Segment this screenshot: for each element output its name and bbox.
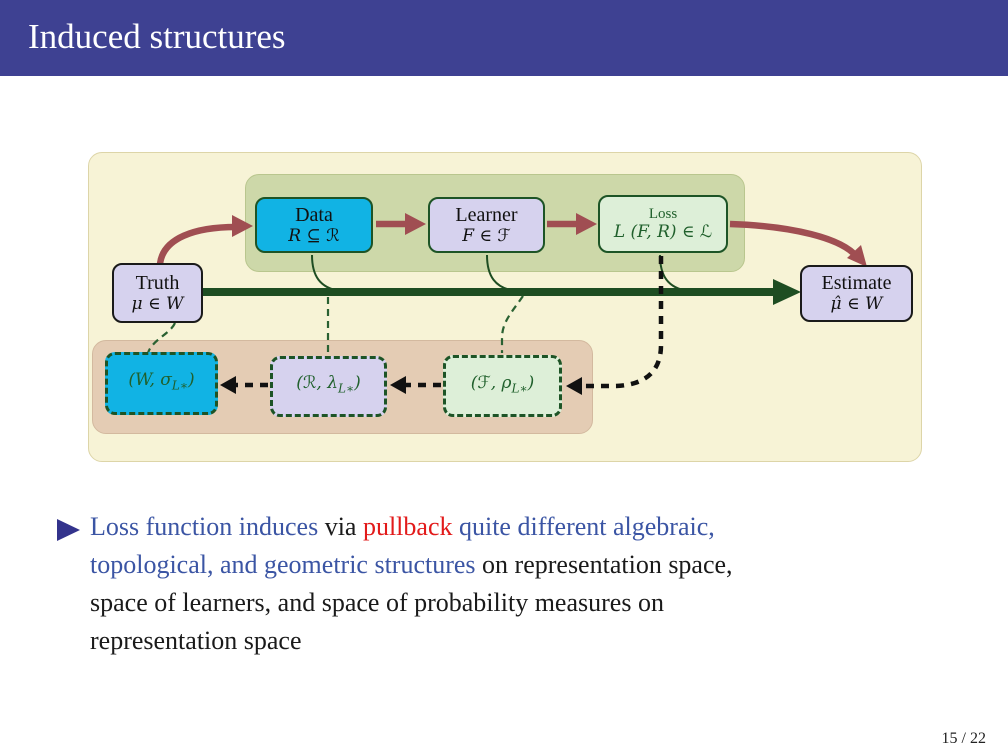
w-sigma-post: ) (188, 370, 195, 391)
node-data-math: R ⊆ ℛ (288, 225, 340, 246)
bullet-line: representation space (90, 622, 980, 660)
f-rho-post: ) (527, 372, 535, 393)
bullet-triangle-icon (57, 519, 80, 541)
bullet-segment: via (318, 512, 363, 541)
bullet-segment: representation space (90, 626, 302, 655)
node-learner-math: F ∈ ℱ (462, 225, 511, 246)
bullet-line: space of learners, and space of probabil… (90, 584, 980, 622)
node-f-rho: (ℱ, ρL∗) (443, 355, 562, 417)
bullet-segment: pullback (362, 512, 453, 541)
bullet-segment: on representation space, (475, 550, 733, 579)
node-truth-title: Truth (135, 271, 180, 294)
node-r-lambda-math: (ℛ, λL∗) (296, 373, 361, 399)
node-f-rho-math: (ℱ, ρL∗) (471, 373, 535, 399)
node-estimate-title: Estimate (821, 272, 892, 294)
node-r-lambda: (ℛ, λL∗) (270, 356, 387, 417)
f-rho-sub: L∗ (511, 381, 528, 396)
r-lambda-pre: (ℛ, λ (296, 373, 338, 394)
bullet-lines: Loss function induces via pullback quite… (90, 508, 980, 660)
node-loss: Loss L (F, R) ∈ ℒ (598, 195, 728, 253)
node-estimate-math: μ̂ ∈ W (830, 294, 883, 314)
w-sigma-sub: L∗ (171, 378, 189, 393)
node-w-sigma: (W, σL∗) (105, 352, 218, 415)
bullet-segment: Loss function induces (90, 512, 319, 541)
node-w-sigma-math: (W, σL∗) (128, 370, 194, 396)
node-learner-title: Learner (455, 203, 518, 226)
page-number: 15 / 22 (941, 730, 986, 747)
node-loss-math: L (F, R) ∈ ℒ (613, 221, 713, 242)
r-lambda-sub: L∗ (338, 381, 355, 396)
bullet-segment: topological, and geometric structures (90, 550, 476, 579)
title-bar: Induced structures (0, 0, 1008, 76)
node-data: Data R ⊆ ℛ (255, 197, 373, 253)
node-learner: Learner F ∈ ℱ (428, 197, 545, 253)
bullet-segment: quite different algebraic, (452, 512, 715, 541)
f-rho-pre: (ℱ, ρ (470, 372, 512, 393)
node-estimate: Estimate μ̂ ∈ W (800, 265, 913, 322)
w-sigma-pre: (W, σ (128, 370, 172, 391)
bullet-segment: space of learners, and space of probabil… (90, 588, 664, 617)
bullet-line: topological, and geometric structures on… (90, 546, 980, 584)
node-loss-title: Loss (648, 205, 678, 222)
slide-title: Induced structures (28, 17, 286, 56)
r-lambda-post: ) (354, 373, 361, 394)
bullet-line: Loss function induces via pullback quite… (90, 508, 980, 546)
node-truth: Truth μ ∈ W (112, 263, 203, 323)
node-data-title: Data (295, 203, 333, 226)
node-truth-math: μ ∈ W (131, 293, 184, 314)
